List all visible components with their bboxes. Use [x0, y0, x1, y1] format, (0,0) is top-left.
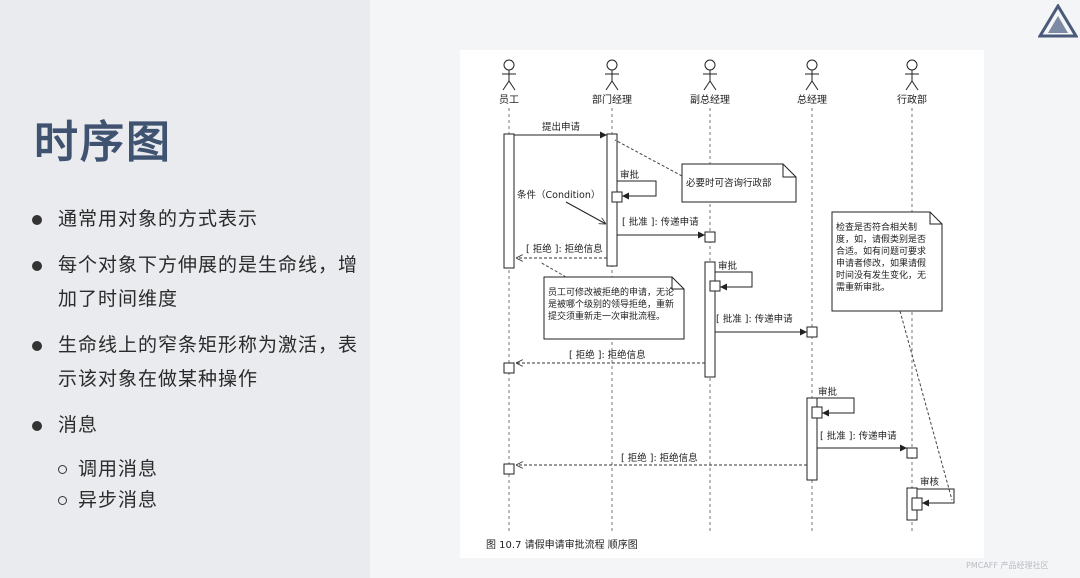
activation-bar	[811, 406, 823, 419]
activation-bar	[611, 191, 623, 203]
activation-bar	[704, 261, 716, 378]
svg-text:是被哪个级别的领导拒绝，重新: 是被哪个级别的领导拒绝，重新	[548, 298, 674, 310]
bullet-text: 每个对象下方伸展的是生命线，增加了时间维度	[58, 254, 359, 310]
ring-bullet-icon	[58, 465, 67, 474]
svg-text:度，如，请假类别是否: 度，如，请假类别是否	[836, 233, 926, 245]
actor-label: 员工	[499, 94, 519, 106]
msg-review4: 审核	[917, 476, 955, 507]
activation-bar	[806, 326, 818, 338]
svg-text:必要时可咨询行政部: 必要时可咨询行政部	[686, 177, 772, 189]
activation-bar	[503, 362, 515, 374]
watermark: PMCAFF 产品经理社区	[966, 561, 1049, 570]
actor-label: 副总经理	[690, 93, 730, 106]
msg-approve3: [ 批准 ]: 传递申请	[817, 430, 907, 452]
left-panel: 时序图 通常用对象的方式表示 每个对象下方伸展的是生命线，增加了时间维度 生命线…	[0, 0, 370, 578]
svg-text:合适。如有问题可要求: 合适。如有问题可要求	[836, 245, 926, 257]
bullet-text: 消息	[58, 414, 99, 436]
ring-bullet-icon	[58, 496, 67, 505]
sub-bullet-item: 调用消息	[32, 454, 362, 485]
note-connector	[614, 139, 683, 177]
actor-vice-gm: 副总经理	[690, 59, 730, 106]
activation-bar	[906, 447, 918, 459]
sequence-diagram: 员工 部门经理 副总经理 总经理 行政部	[460, 50, 984, 558]
note-connector	[539, 261, 567, 278]
msg-reject3: [ 拒绝 ]: 拒绝信息	[516, 452, 807, 465]
msg-approve2: [ 批准 ]: 传递申请	[715, 313, 807, 336]
svg-text:[ 拒绝 ]: 拒绝信息: [ 拒绝 ]: 拒绝信息	[526, 243, 603, 255]
activation-bar	[806, 397, 818, 481]
note-connector	[899, 310, 953, 501]
actor-label: 总经理	[797, 93, 827, 106]
msg-review2: 审批	[715, 260, 753, 291]
svg-text:申请者修改，如果请假: 申请者修改，如果请假	[836, 257, 926, 269]
msg-reject1: [ 拒绝 ]: 拒绝信息	[516, 243, 607, 258]
bullet-item: 生命线上的窄条矩形称为激活，表示该对象在做某种操作	[32, 328, 362, 396]
actor-label: 行政部	[897, 93, 927, 106]
note-modify-rejected: 员工可修改被拒绝的申请，无论 是被哪个级别的领导拒绝，重新 提交须重新走一次审批…	[539, 261, 685, 340]
svg-text:需重新审批。: 需重新审批。	[836, 281, 890, 293]
slide-title: 时序图	[34, 117, 172, 168]
svg-text:审批: 审批	[818, 386, 838, 398]
svg-text:[ 拒绝 ]: 拒绝信息: [ 拒绝 ]: 拒绝信息	[569, 349, 646, 361]
activation-bar	[503, 133, 515, 269]
condition-pointer	[565, 201, 606, 224]
triangle-logo-icon	[1038, 4, 1078, 38]
svg-text:[ 批准 ]: 传递申请: [ 批准 ]: 传递申请	[820, 430, 897, 442]
svg-text:审批: 审批	[620, 169, 640, 181]
msg-submit: 提出申请	[514, 121, 607, 139]
svg-text:员工可修改被拒绝的申请，无论: 员工可修改被拒绝的申请，无论	[548, 286, 674, 298]
msg-review3: 审批	[817, 386, 855, 417]
svg-text:[ 批准 ]: 传递申请: [ 批准 ]: 传递申请	[716, 313, 793, 325]
svg-text:时间没有发生变化，无: 时间没有发生变化，无	[836, 269, 926, 281]
bullet-item: 通常用对象的方式表示	[32, 202, 362, 236]
bullet-dot-icon	[32, 341, 42, 351]
actor-label: 部门经理	[592, 93, 632, 106]
sub-bullet-item: 异步消息	[32, 485, 362, 516]
bullet-text: 生命线上的窄条矩形称为激活，表示该对象在做某种操作	[58, 334, 359, 390]
bullet-list: 通常用对象的方式表示 每个对象下方伸展的是生命线，增加了时间维度 生命线上的窄条…	[32, 202, 362, 516]
actor-dept-manager: 部门经理	[592, 59, 632, 106]
note-consult-admin: 必要时可咨询行政部	[614, 139, 797, 203]
actor-gm: 总经理	[797, 59, 827, 106]
activation-bar	[911, 497, 923, 511]
svg-text:提出申请: 提出申请	[542, 121, 581, 133]
diagram-caption: 图 10.7 请假申请审批流程 顺序图	[486, 538, 638, 551]
sub-bullet-text: 异步消息	[78, 489, 159, 511]
bullet-text: 通常用对象的方式表示	[58, 208, 259, 230]
msg-reject2: [ 拒绝 ]: 拒绝信息	[516, 349, 705, 363]
msg-approve1: [ 批准 ]: 传递申请	[617, 216, 705, 239]
bullet-dot-icon	[32, 261, 42, 271]
bullet-item: 每个对象下方伸展的是生命线，增加了时间维度	[32, 248, 362, 316]
note-admin-check: 检查是否符合相关制 度，如，请假类别是否 合适。如有问题可要求 申请者修改，如果…	[831, 211, 953, 501]
bullet-dot-icon	[32, 421, 42, 431]
msg-condition: 条件（Condition）	[517, 189, 600, 201]
activation-bar	[709, 280, 721, 292]
svg-text:[ 批准 ]: 传递申请: [ 批准 ]: 传递申请	[622, 216, 699, 228]
actor-employee: 员工	[499, 59, 519, 106]
svg-text:[ 拒绝 ]: 拒绝信息: [ 拒绝 ]: 拒绝信息	[621, 452, 698, 464]
activation-bar	[704, 231, 716, 243]
svg-text:检查是否符合相关制: 检查是否符合相关制	[836, 221, 917, 233]
bullet-item: 消息	[32, 408, 362, 442]
svg-text:审核: 审核	[920, 476, 940, 488]
sub-bullet-text: 调用消息	[78, 458, 159, 480]
activation-bar	[503, 463, 515, 475]
actor-admin-dept: 行政部	[897, 59, 927, 106]
msg-review1: 审批	[617, 169, 657, 200]
svg-text:提交须重新走一次审批流程。: 提交须重新走一次审批流程。	[548, 310, 665, 322]
svg-text:审批: 审批	[718, 260, 738, 272]
bullet-dot-icon	[32, 215, 42, 225]
